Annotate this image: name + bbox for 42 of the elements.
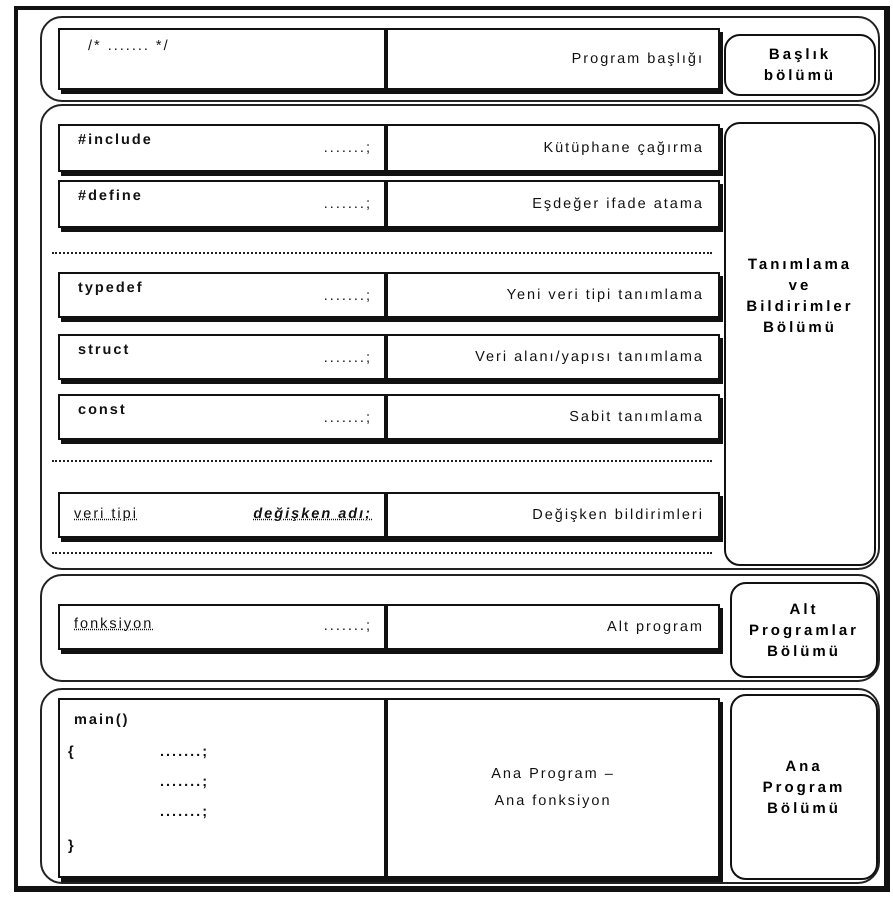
- code-text: struct: [78, 342, 130, 358]
- code-text: .......;: [324, 618, 372, 634]
- description-text: Veri alanı/yapısı tanımlama: [475, 349, 704, 365]
- code-text: veri tipi: [74, 506, 138, 522]
- section-panel: [40, 16, 880, 102]
- description-text: Yeni veri tipi tanımlama: [506, 287, 704, 303]
- code-text: const: [78, 402, 127, 418]
- description-text: Alt program: [607, 619, 704, 635]
- section-label-box: [724, 122, 876, 566]
- code-text: #include: [78, 132, 153, 148]
- code-text: fonksiyon: [74, 616, 154, 632]
- code-text: .......;: [324, 350, 372, 366]
- section-label-box: [724, 34, 876, 96]
- section-panel: [40, 574, 880, 682]
- description-text: Program başlığı: [572, 51, 704, 67]
- code-text: main(): [74, 712, 130, 728]
- code-text: .......;: [160, 804, 210, 820]
- description-text: Sabit tanımlama: [569, 409, 704, 425]
- code-text: typedef: [78, 280, 144, 296]
- section-title: Alt Programlar Bölümü: [748, 600, 860, 662]
- section-panel: [40, 104, 880, 570]
- code-text: .......;: [324, 196, 372, 212]
- description-text: Kütüphane çağırma: [543, 140, 704, 156]
- section-panel: [40, 688, 880, 884]
- code-text: değişken adı;: [253, 506, 372, 522]
- section-title: Tanımlama ve Bildirimler Bölümü: [745, 255, 855, 338]
- code-text: /* ....... */: [88, 38, 170, 54]
- section-label-box: [730, 694, 878, 880]
- description-text: Ana Program – Ana fonksiyon: [490, 765, 616, 811]
- code-text: }: [68, 838, 76, 854]
- code-text: .......;: [324, 140, 372, 156]
- description-text: Eşdeğer ifade atama: [532, 196, 704, 212]
- code-text: .......;: [324, 288, 372, 304]
- code-text: #define: [78, 188, 143, 204]
- code-text: .......;: [160, 744, 210, 760]
- section-title: Ana Program Bölümü: [762, 756, 846, 818]
- code-text: {: [68, 744, 76, 760]
- description-text: Değişken bildirimleri: [532, 507, 704, 523]
- section-label-box: [730, 582, 878, 678]
- section-title: Başlık bölümü: [762, 45, 838, 86]
- code-text: .......;: [324, 410, 372, 426]
- code-text: .......;: [160, 774, 210, 790]
